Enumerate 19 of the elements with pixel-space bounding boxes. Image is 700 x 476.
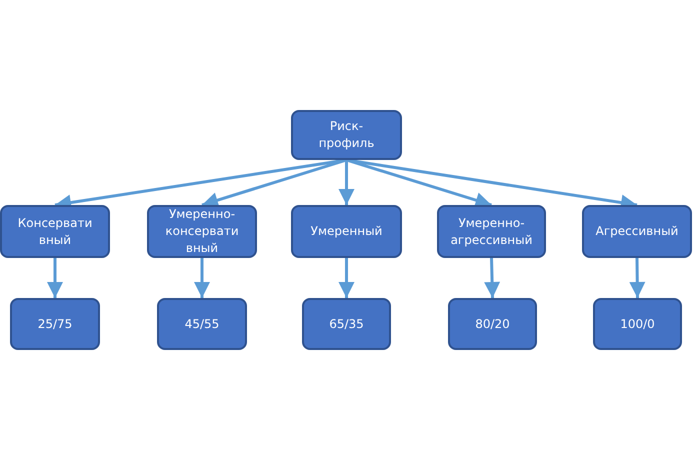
arrow [47,258,63,298]
process-box: Умеренный [291,205,402,258]
process-box: 100/0 [593,298,682,350]
process-box: Консервативный [0,205,110,258]
process-box: 80/20 [448,298,537,350]
arrow [484,258,500,298]
process-box: Умеренно-консервативный [147,205,257,258]
arrow [346,158,492,208]
arrow [629,258,646,298]
arrow [202,158,347,208]
arrow [338,258,354,298]
process-box: Риск-профиль [291,110,402,160]
arrow [338,160,354,205]
process-box: 45/55 [157,298,247,350]
arrow [194,258,210,298]
process-box: Агрессивный [582,205,692,258]
process-box: 65/35 [302,298,391,350]
process-box: 25/75 [10,298,100,350]
process-box: Умеренно-агрессивный [437,205,546,258]
